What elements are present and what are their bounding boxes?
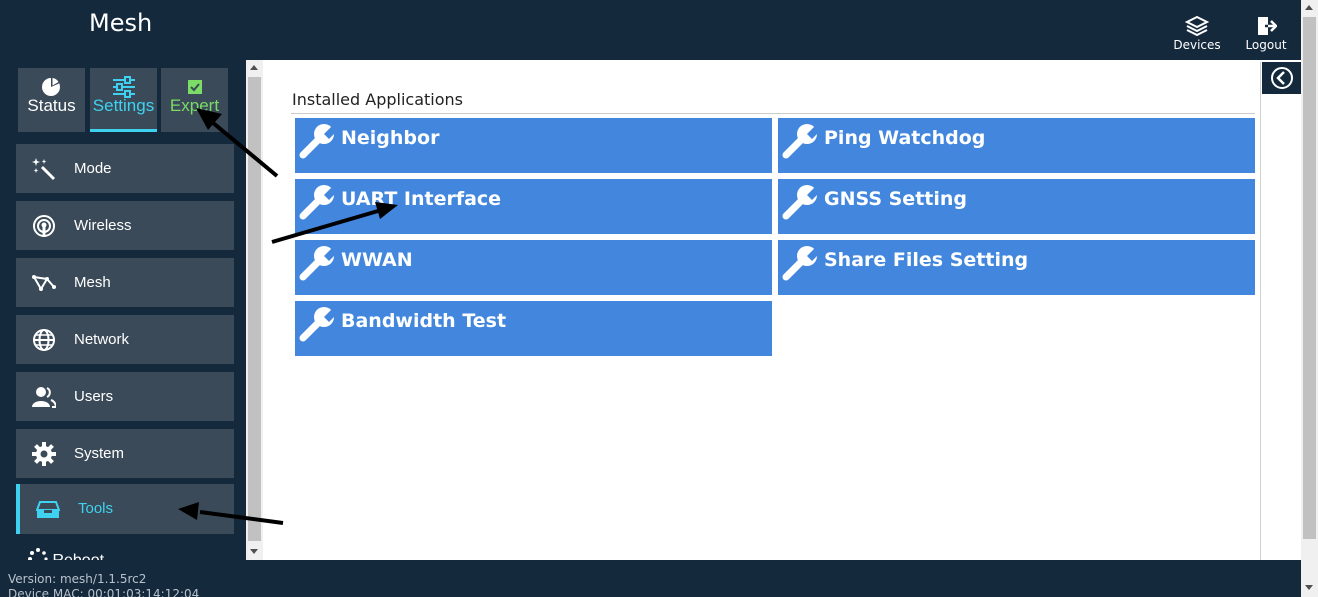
chevron-left-circle-icon [1271, 67, 1293, 89]
tab-settings[interactable]: Settings [90, 68, 157, 132]
wrench-icon [299, 124, 339, 159]
sidebar-item-network[interactable]: Network [16, 315, 234, 364]
page-scrollbar[interactable] [1301, 0, 1318, 597]
app-tile-neighbor[interactable]: Neighbor [295, 118, 772, 173]
sidebar-item-label: System [74, 445, 125, 462]
sidebar-item-system[interactable]: System [16, 429, 234, 478]
sidebar-item-users[interactable]: Users [16, 372, 234, 421]
sidebar-item-wireless[interactable]: Wireless [16, 201, 234, 250]
app-tile-label: WWAN [341, 249, 413, 271]
sidebar-item-label: Reboot [52, 552, 104, 560]
users-icon [32, 387, 56, 408]
logout-icon [1258, 17, 1277, 35]
section-title: Installed Applications [292, 90, 463, 109]
globe-icon [33, 329, 55, 351]
right-rail [1260, 62, 1301, 560]
sidebar-tabs: Status Settings Expert [18, 68, 228, 132]
logout-label: Logout [1245, 38, 1287, 52]
logout-button[interactable]: Logout [1238, 16, 1294, 56]
sidebar-item-label: Wireless [74, 217, 132, 234]
devices-button[interactable]: Devices [1169, 16, 1225, 56]
footer: Version: mesh/1.1.5rc2 Device MAC: 00:01… [0, 560, 1301, 597]
scrollbar-thumb[interactable] [248, 77, 261, 541]
sidebar-item-label: Tools [78, 500, 114, 517]
app-tile-label: Bandwidth Test [341, 310, 507, 332]
mesh-icon [32, 275, 56, 291]
tab-status-label: Status [27, 96, 76, 115]
app-tile-wwan[interactable]: WWAN [295, 240, 772, 295]
toolbox-icon [36, 501, 60, 518]
layers-icon [1185, 16, 1209, 36]
wireless-icon [33, 215, 55, 237]
check-box-icon [188, 80, 202, 94]
pie-chart-icon [42, 77, 60, 96]
sidebar-item-reboot[interactable]: Reboot [28, 548, 104, 560]
collapse-panel-button[interactable] [1262, 62, 1301, 94]
sidebar-item-label: Mesh [74, 274, 111, 291]
sliders-icon [113, 76, 135, 98]
app-tile-label: GNSS Setting [824, 188, 968, 210]
app-tile-label: Ping Watchdog [824, 127, 986, 149]
wrench-icon [782, 124, 822, 159]
scroll-up-arrow-icon[interactable] [250, 65, 258, 70]
sidebar-item-tools[interactable]: Tools [16, 484, 234, 534]
wrench-icon [299, 185, 339, 220]
app-tile-uart-interface[interactable]: UART Interface [295, 179, 772, 234]
sidebar-item-mode[interactable]: Mode [16, 144, 234, 193]
main-content: Installed Applications Neighbor Ping Wat… [263, 62, 1260, 560]
sidebar: Status Settings Expert [0, 60, 246, 560]
app-tile-ping-watchdog[interactable]: Ping Watchdog [778, 118, 1255, 173]
wrench-icon [782, 246, 822, 281]
app-tile-bandwidth-test[interactable]: Bandwidth Test [295, 301, 772, 356]
gear-icon [32, 442, 56, 466]
tab-expert-label: Expert [169, 96, 220, 115]
scroll-down-arrow-icon[interactable] [250, 549, 258, 554]
active-tab-indicator [90, 129, 157, 132]
sidebar-item-label: Users [74, 388, 114, 405]
app-tile-label: UART Interface [341, 188, 502, 210]
tab-status[interactable]: Status [18, 68, 85, 132]
reboot-icon [28, 548, 48, 560]
app-tile-gnss-setting[interactable]: GNSS Setting [778, 179, 1255, 234]
sidebar-item-mesh[interactable]: Mesh [16, 258, 234, 307]
app-title: Mesh [89, 9, 153, 37]
wrench-icon [299, 246, 339, 281]
scroll-down-arrow-icon[interactable] [1305, 585, 1313, 590]
sidebar-item-label: Network [74, 331, 130, 348]
section-divider [291, 113, 1255, 114]
magic-wand-icon [32, 158, 56, 181]
scroll-up-arrow-icon[interactable] [1305, 5, 1313, 10]
wrench-icon [782, 185, 822, 220]
top-header: Mesh Devices Logout [0, 0, 1301, 60]
sidebar-scrollbar[interactable] [246, 60, 263, 560]
app-tile-label: Neighbor [341, 127, 440, 149]
scrollbar-thumb[interactable] [1303, 17, 1316, 539]
app-tile-share-files-setting[interactable]: Share Files Setting [778, 240, 1255, 295]
app-tile-label: Share Files Setting [824, 249, 1029, 271]
tab-settings-label: Settings [92, 96, 155, 115]
sidebar-item-label: Mode [74, 160, 112, 177]
wrench-icon [299, 307, 339, 342]
tab-expert[interactable]: Expert [161, 68, 228, 132]
device-mac-text: Device MAC: 00:01:03:14:12:04 [8, 587, 200, 597]
version-text: Version: mesh/1.1.5rc2 [8, 572, 147, 586]
devices-label: Devices [1173, 38, 1221, 52]
